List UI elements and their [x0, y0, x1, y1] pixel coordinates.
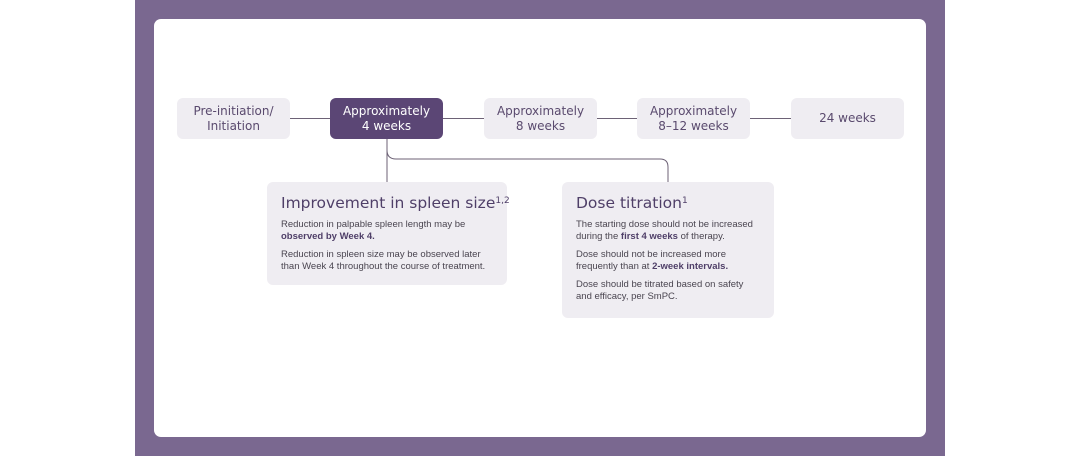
- dose-card-emphasis-1: first 4 weeks: [620, 231, 678, 242]
- dose-card-paragraph-1: The starting dose should not be increase…: [576, 219, 753, 242]
- step-label-line2: Initiation: [207, 118, 260, 133]
- step-label-line1: Pre-initiation/: [193, 103, 274, 118]
- timeline-step-initiation: Pre-initiation/ Initiation: [177, 98, 290, 139]
- timeline-step-4-weeks: Approximately 4 weeks: [330, 98, 443, 139]
- spleen-card-reference: 1,2: [495, 196, 510, 206]
- timeline-step-8-weeks: Approximately 8 weeks: [484, 98, 597, 139]
- step-label-line2: 4 weeks: [361, 118, 412, 133]
- dose-titration-card: Dose titration1 The starting dose should…: [562, 182, 774, 318]
- dose-card-paragraph-3: Dose should be titrated based on safety …: [576, 279, 744, 302]
- step-label-line1: Approximately: [342, 103, 431, 118]
- step-label-line1: Approximately: [649, 103, 738, 118]
- step-label-line2: 8–12 weeks: [658, 118, 729, 133]
- spleen-card-paragraph-1: Reduction in palpable spleen length may …: [281, 219, 466, 242]
- timeline-step-24-weeks: 24 weeks: [791, 98, 904, 139]
- dose-card-title: Dose titration1: [576, 194, 688, 212]
- spleen-card-title: Improvement in spleen size1,2: [281, 194, 510, 212]
- step-label-line1: 24 weeks: [819, 111, 876, 125]
- step-label-line2: 8 weeks: [515, 118, 566, 133]
- spleen-size-card: Improvement in spleen size1,2 Reduction …: [267, 182, 510, 285]
- step-label-line1: Approximately: [496, 103, 585, 118]
- spleen-card-emphasis: observed by Week 4.: [281, 231, 375, 242]
- spleen-card-paragraph-2: Reduction in spleen size may be observed…: [281, 249, 486, 272]
- dose-card-reference: 1: [681, 196, 688, 206]
- timeline-step-8-12-weeks: Approximately 8–12 weeks: [637, 98, 750, 139]
- dose-card-emphasis-2: 2-week intervals.: [652, 261, 729, 272]
- dose-card-paragraph-2: Dose should not be increased more freque…: [576, 249, 729, 272]
